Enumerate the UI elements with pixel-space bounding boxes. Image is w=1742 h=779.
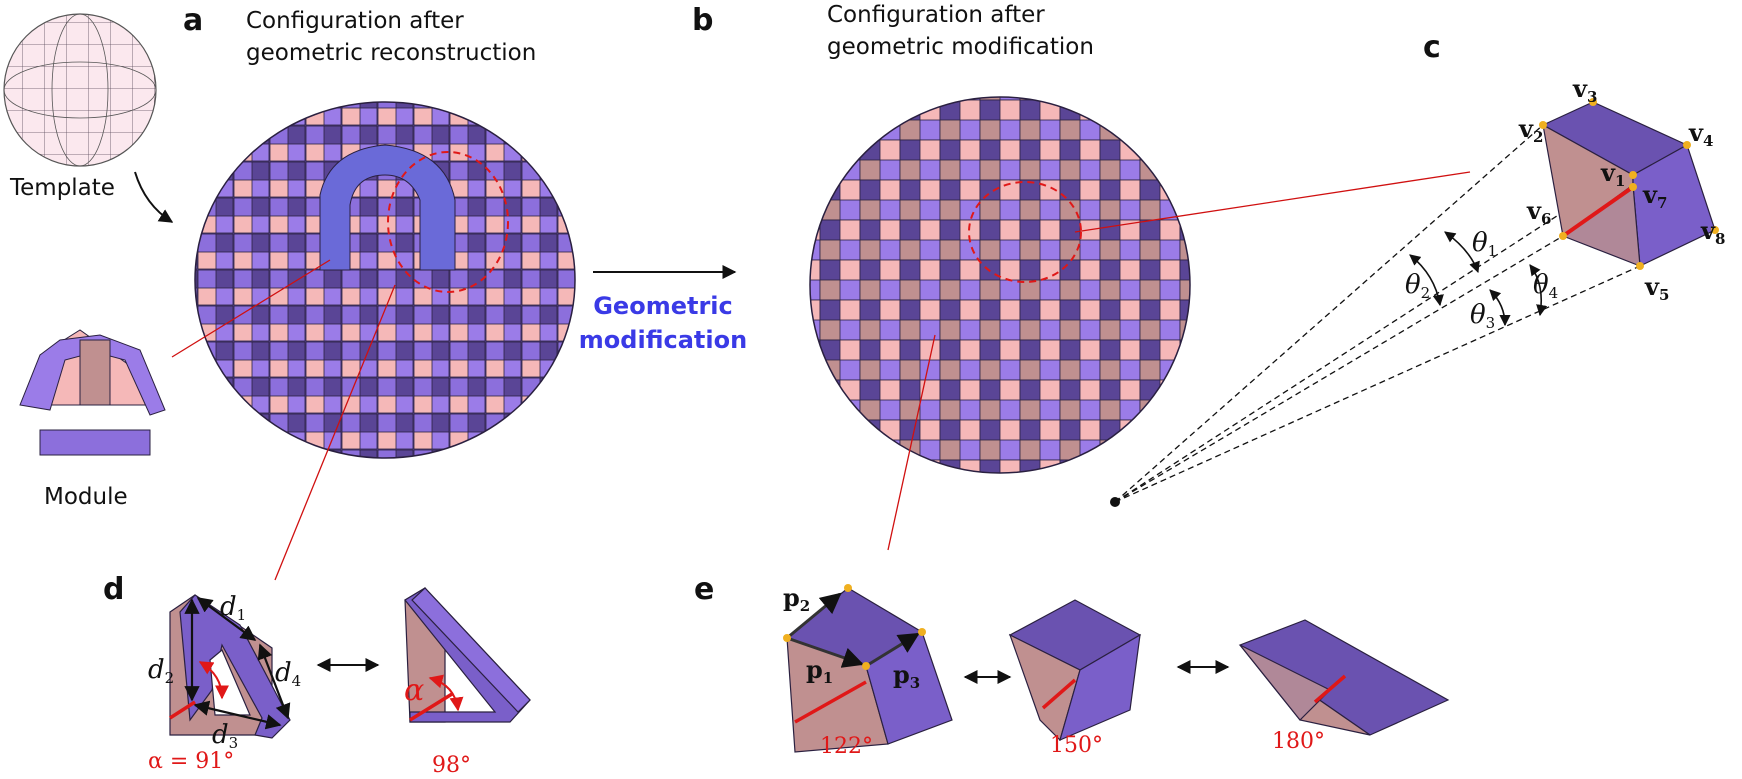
e-shape-2	[1008, 599, 1142, 742]
sphere-reconstruction	[194, 101, 576, 459]
panel-b-caption-2: geometric modification	[827, 34, 1094, 60]
vertex-v1: v1	[1601, 158, 1626, 190]
d-dim-arrows	[184, 597, 291, 730]
alpha-symbol: α	[404, 673, 425, 708]
e-angle-180: 180°	[1272, 729, 1325, 754]
panel-b-caption-1: Configuration after	[827, 2, 1045, 28]
panel-b-letter: b	[692, 3, 714, 38]
template-sphere	[3, 13, 157, 167]
e-red-edge-1	[794, 680, 867, 724]
e-red-edge-3	[1313, 674, 1347, 704]
arrow-label-2: modification	[578, 326, 748, 354]
panel-a-caption-2: geometric reconstruction	[246, 40, 537, 66]
c-vertex-dots	[1539, 98, 1719, 270]
d-alpha-arc-right	[428, 674, 464, 712]
dim-d1: d1	[220, 592, 247, 624]
vertex-v7: v7	[1643, 180, 1668, 212]
vertex-v3: v3	[1573, 74, 1598, 106]
leader-line-e	[887, 334, 936, 551]
e-angle-122: 122°	[820, 734, 873, 759]
projection-lines	[1114, 124, 1641, 503]
vertex-v4: v4	[1689, 118, 1714, 150]
e-vector-arrows	[786, 592, 920, 668]
panel-c-letter: c	[1423, 30, 1441, 65]
d-red-edge-left	[169, 700, 196, 720]
vertex-v5: v5	[1645, 272, 1670, 304]
c-polyhedron	[1541, 101, 1716, 267]
leader-line-d	[274, 284, 396, 581]
panel-d-letter: d	[103, 572, 125, 607]
dim-d2: d2	[148, 655, 175, 687]
leader-line-c	[1074, 171, 1471, 233]
point-p2: p2	[783, 583, 811, 615]
dim-d4: d4	[275, 658, 302, 690]
leader-line-module	[171, 259, 331, 358]
theta-4: θ4	[1533, 270, 1559, 302]
vertex-v2: v2	[1519, 114, 1544, 146]
template-arrow	[134, 171, 174, 223]
module-shape	[19, 329, 166, 456]
alpha-equation: α = 91°	[148, 749, 235, 774]
vertex-v8: v8	[1701, 216, 1726, 248]
theta-3: θ3	[1470, 300, 1496, 332]
panel-e-letter: e	[694, 572, 715, 607]
theta-1: θ1	[1472, 228, 1498, 260]
d-alpha-arc-left	[198, 661, 229, 700]
e-dots	[783, 584, 926, 670]
point-p3: p3	[893, 660, 921, 692]
apex-point	[1110, 497, 1120, 507]
dim-d3: d3	[212, 720, 239, 752]
template-label: Template	[10, 175, 115, 201]
panel-a-caption-1: Configuration after	[246, 8, 464, 34]
d-angle-98: 98°	[432, 753, 471, 778]
theta-2: θ2	[1405, 270, 1431, 302]
e-angle-150: 150°	[1050, 733, 1103, 758]
e-red-edge-2	[1041, 678, 1077, 710]
sphere-modification	[809, 96, 1191, 474]
arrow-label-1: Geometric	[593, 292, 733, 320]
module-label: Module	[44, 484, 128, 510]
panel-a-letter: a	[183, 3, 204, 38]
vertex-v6: v6	[1527, 196, 1552, 228]
c-angle-arcs	[1409, 231, 1548, 327]
point-p1: p1	[806, 655, 834, 687]
